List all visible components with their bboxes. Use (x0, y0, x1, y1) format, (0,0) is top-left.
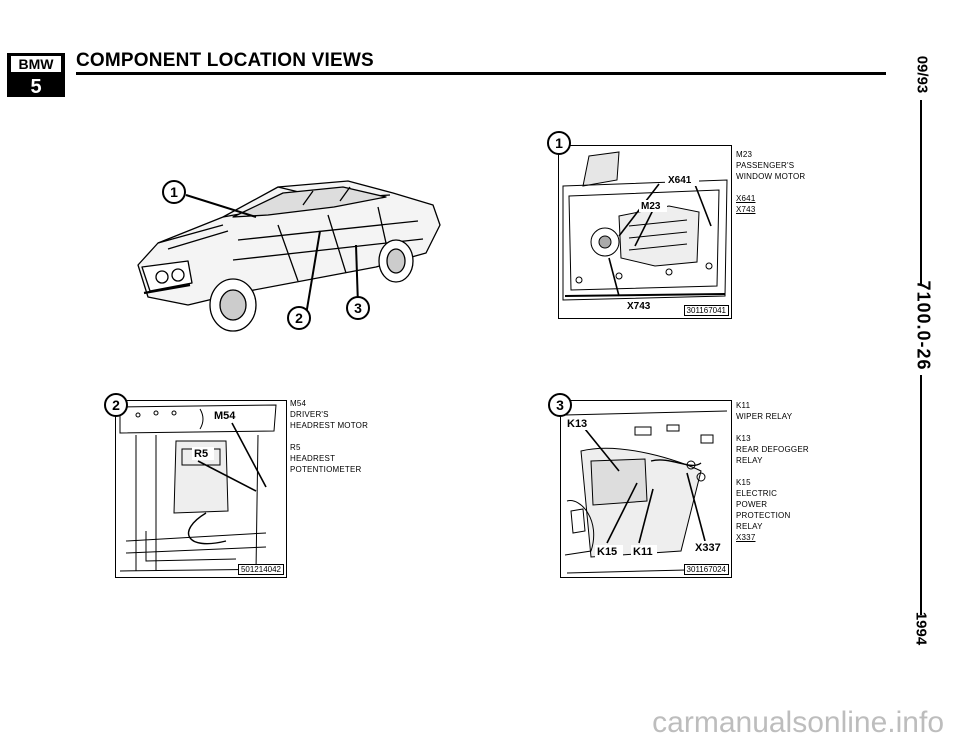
legend-line: K15 (736, 478, 751, 487)
headrest-diagram: M54 R5 (119, 404, 283, 572)
side-year: 1994 (912, 611, 930, 646)
side-date: 09/93 (913, 55, 931, 94)
legend-line (736, 182, 805, 193)
legend-line: R5 (290, 443, 301, 452)
legend-line: K11 (736, 401, 751, 410)
legend-line: REAR DEFOGGER (736, 445, 809, 454)
figure-1-legend: M23 PASSENGER'S WINDOW MOTOR X641 X743 (736, 149, 805, 215)
fig1-label-x641: X641 (668, 175, 692, 186)
fig3-label-k15: K15 (597, 546, 617, 558)
fig3-label-x337: X337 (695, 542, 721, 554)
fig3-label-k11: K11 (633, 546, 653, 558)
logo-bottom-text: 5 (30, 76, 41, 98)
legend-line: X337 (736, 533, 756, 542)
figure-2-legend: M54 DRIVER'S HEADREST MOTOR R5 HEADREST … (290, 398, 368, 475)
figure-2-number: 501214042 (237, 564, 284, 575)
legend-line: WINDOW MOTOR (736, 172, 806, 181)
legend-line: X641 (736, 194, 756, 203)
legend-line: WIPER RELAY (736, 412, 793, 421)
side-page-code: 7100.0-26 (913, 280, 934, 371)
legend-line: DRIVER'S (290, 410, 329, 419)
legend-line: RELAY (736, 522, 763, 531)
legend-line: RELAY (736, 456, 763, 465)
legend-line: ELECTRIC (736, 489, 778, 498)
legend-line: HEADREST (290, 454, 336, 463)
figure-3-panel: K13 K15 K11 X337 301167024 (560, 400, 732, 578)
page-title: COMPONENT LOCATION VIEWS (76, 50, 374, 71)
fig2-label-m54: M54 (214, 410, 236, 422)
relay-panel-diagram: K13 K15 K11 X337 (564, 410, 729, 574)
watermark: carmanualsonline.info (652, 706, 944, 739)
fig2-label-r5: R5 (194, 448, 208, 460)
figure-2-callout: 2 (104, 393, 128, 417)
legend-line: HEADREST MOTOR (290, 421, 369, 430)
figure-1-callout: 1 (547, 131, 571, 155)
legend-line: M54 (290, 399, 307, 408)
figure-3-callout: 3 (548, 393, 572, 417)
legend-line: POWER (736, 500, 768, 509)
figure-3-number: 301167024 (683, 564, 729, 575)
car-callout-2: 2 (287, 306, 311, 330)
logo-top-text: BMW (19, 56, 55, 72)
margin-line-top (920, 100, 922, 285)
legend-line (736, 422, 809, 433)
figure-1-panel: X641 M23 X743 301167041 (558, 145, 732, 319)
title-rule (76, 72, 886, 75)
figure-3-legend: K11 WIPER RELAY K13 REAR DEFOGGER RELAY … (736, 400, 809, 543)
margin-line-bottom (920, 375, 922, 615)
door-window-diagram: X641 M23 X743 (562, 151, 728, 312)
legend-line: POTENTIOMETER (290, 465, 362, 474)
legend-line: PROTECTION (736, 511, 791, 520)
car-overview-illustration (137, 180, 441, 332)
car-callout-1: 1 (162, 180, 186, 204)
legend-line (290, 431, 368, 442)
legend-line: K13 (736, 434, 751, 443)
fig1-label-x743: X743 (627, 301, 651, 312)
fig1-label-m23: M23 (641, 201, 661, 212)
bmw-logo-icon: BMW 5 (7, 53, 65, 98)
legend-line: PASSENGER'S (736, 161, 795, 170)
figure-1-number: 301167041 (683, 305, 729, 316)
legend-line (736, 466, 809, 477)
legend-line: M23 (736, 150, 753, 159)
fig3-label-k13: K13 (567, 418, 587, 430)
legend-line: X743 (736, 205, 756, 214)
figure-2-panel: M54 R5 501214042 (115, 400, 287, 578)
car-callout-3: 3 (346, 296, 370, 320)
